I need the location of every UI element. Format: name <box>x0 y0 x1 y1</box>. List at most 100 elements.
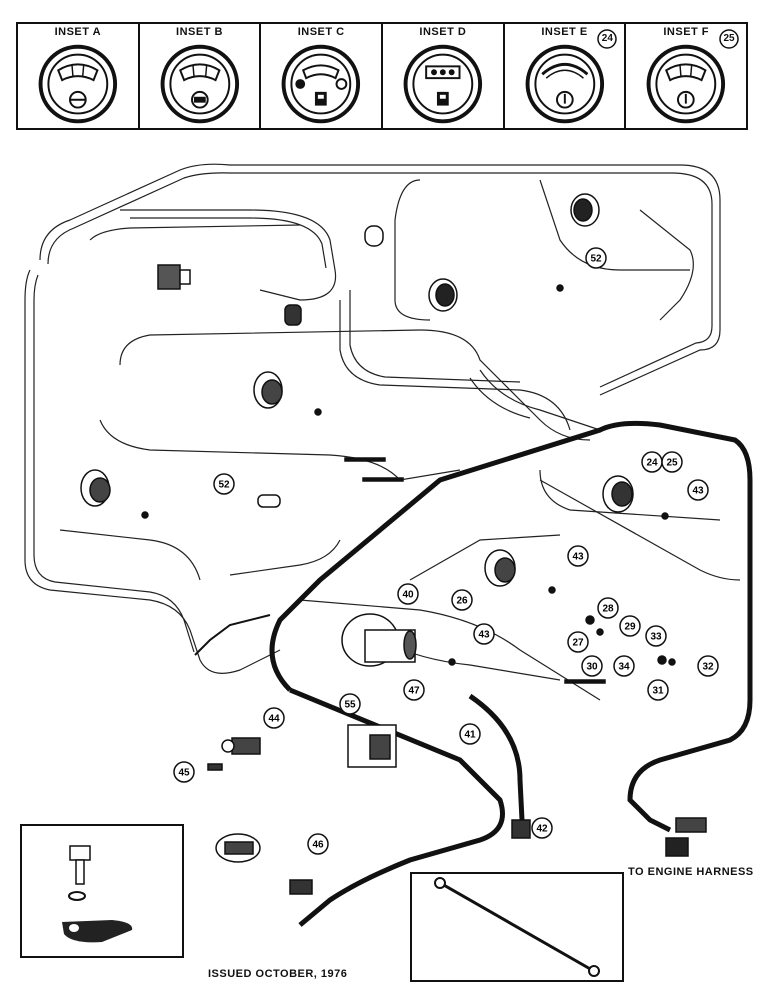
callout-label: 46 <box>312 840 324 851</box>
callout-30: 30 <box>581 655 603 677</box>
inset-c-title: INSET C <box>297 26 345 38</box>
callout-33: 33 <box>645 625 667 647</box>
inset-d: INSET D <box>383 24 505 128</box>
callout-label: 33 <box>650 632 662 643</box>
main-harness-cable <box>269 420 753 833</box>
callout-41: 41 <box>459 723 481 745</box>
inset-e: INSET E 24 <box>505 24 627 128</box>
callout-label: 43 <box>478 630 490 641</box>
connector-bottom-icon <box>289 879 313 895</box>
callout-32: 32 <box>697 655 719 677</box>
inset-f-callout: 25 <box>723 33 735 44</box>
callout-44: 44 <box>263 707 285 729</box>
callout-label: 47 <box>408 686 420 697</box>
gauge-40-icon <box>341 613 417 667</box>
gauge-left-middle-icon <box>253 371 283 409</box>
outer-harness-outline <box>24 163 741 701</box>
callout-52: 52 <box>585 247 607 269</box>
callout-label: 28 <box>602 604 614 615</box>
issued-date-caption: ISSUED OCTOBER, 1976 <box>208 968 348 980</box>
inset-b-title: INSET B <box>176 26 223 38</box>
callout-31: 31 <box>647 679 669 701</box>
callout-label: 26 <box>456 596 468 607</box>
gauge-b-icon <box>160 44 239 124</box>
callout-label: 42 <box>536 824 548 835</box>
callout-label: 30 <box>586 662 598 673</box>
harness-branch <box>194 614 271 656</box>
inset-f: INSET F 25 <box>626 24 746 128</box>
callout-label: 55 <box>344 700 356 711</box>
ground-strap-box <box>410 872 624 982</box>
callout-24-icon <box>597 29 618 49</box>
hardware-box <box>20 824 184 958</box>
ground-strap-icon <box>434 877 600 977</box>
callout-43: 43 <box>473 623 495 645</box>
callout-label: 24 <box>646 458 658 469</box>
components <box>80 193 707 895</box>
sender-41-42-icon <box>468 693 531 839</box>
inset-b: INSET B <box>140 24 262 128</box>
small-parts <box>141 284 676 684</box>
callout-label: 43 <box>692 486 704 497</box>
key-45-icon <box>207 763 223 771</box>
gauge-middle-top-icon <box>428 278 458 312</box>
inset-a: INSET A <box>18 24 140 128</box>
callout-label: 43 <box>572 552 584 563</box>
callout-label: 41 <box>464 730 476 741</box>
callout-label: 52 <box>218 480 230 491</box>
callout-25: 25 <box>661 451 683 473</box>
gauge-left-icon <box>80 469 111 507</box>
gauge-24-25-icon <box>602 475 634 513</box>
callout-label: 29 <box>624 622 636 633</box>
callout-label: 52 <box>590 254 602 265</box>
bulb-icon <box>284 304 302 326</box>
callout-46: 46 <box>307 833 329 855</box>
inset-c: INSET C <box>261 24 384 128</box>
inset-e-callout: 24 <box>601 33 613 44</box>
callout-label: 45 <box>178 768 190 779</box>
inset-d-title: INSET D <box>419 26 467 38</box>
callout-52: 52 <box>213 473 235 495</box>
callout-47: 47 <box>403 679 425 701</box>
callout-label: 27 <box>572 638 584 649</box>
gauge-c-icon <box>281 44 361 124</box>
callout-55: 55 <box>339 693 361 715</box>
connector-engine-icon <box>665 817 707 857</box>
callout-29: 29 <box>619 615 641 637</box>
inset-strip: INSET A INSET B <box>16 22 748 130</box>
gauge-a-icon <box>38 44 118 124</box>
hardware-parts-icon <box>62 845 133 943</box>
gauge-f-icon <box>646 44 726 124</box>
callout-label: 25 <box>666 458 678 469</box>
callout-43: 43 <box>687 479 709 501</box>
callout-26: 26 <box>451 589 473 611</box>
callout-25-icon <box>719 29 739 49</box>
resistor-55-icon <box>347 724 397 768</box>
engine-harness-caption: TO ENGINE HARNESS <box>628 866 754 878</box>
inset-a-title: INSET A <box>54 26 102 38</box>
callout-40: 40 <box>397 583 419 605</box>
inset-e-title: INSET E <box>541 26 588 38</box>
callout-label: 40 <box>402 590 414 601</box>
sender-connector-icon <box>257 494 281 508</box>
gauge-top-right-icon <box>570 193 600 227</box>
gauge-d-icon <box>403 44 483 124</box>
lower-harness-cable <box>289 687 505 927</box>
callout-27: 27 <box>567 631 589 653</box>
callout-34: 34 <box>613 655 635 677</box>
gauge-26-icon <box>484 549 516 587</box>
callout-label: 32 <box>702 662 714 673</box>
switch-connector-icon <box>157 264 191 290</box>
ignition-switch-44-icon <box>221 737 261 755</box>
gauge-e-icon <box>525 44 604 124</box>
lamp-socket-icon <box>364 225 384 247</box>
callout-label: 34 <box>618 662 630 673</box>
callout-label: 31 <box>652 686 664 697</box>
callout-42: 42 <box>531 817 553 839</box>
callout-43: 43 <box>567 545 589 567</box>
callout-45: 45 <box>173 761 195 783</box>
callout-24: 24 <box>641 451 663 473</box>
switch-46-icon <box>215 833 261 863</box>
